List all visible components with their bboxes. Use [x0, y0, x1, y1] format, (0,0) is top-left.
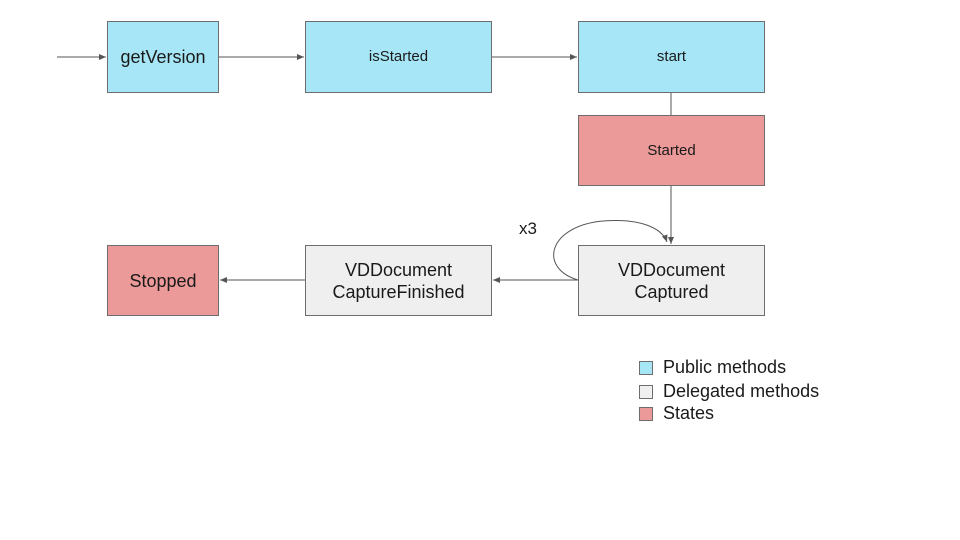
- legend-label-states: States: [663, 403, 715, 423]
- node-isstarted: isStarted: [305, 21, 492, 93]
- node-stopped-label: Stopped: [129, 270, 197, 291]
- legend-item-delegated: Delegated methods: [639, 381, 819, 402]
- loop-count-label: x3: [519, 219, 537, 238]
- node-started: Started: [578, 115, 765, 186]
- legend-label-public: Public methods: [663, 357, 787, 377]
- node-getversion-label: getVersion: [120, 47, 206, 67]
- node-start-label: start: [656, 48, 687, 65]
- node-capturefinished-line-2: CaptureFinished: [332, 281, 465, 302]
- legend-swatch-delegated: [639, 384, 653, 399]
- node-getversion: getVersion: [107, 21, 219, 93]
- node-vddocument-capturefinished: VDDocument CaptureFinished: [305, 245, 492, 316]
- node-stopped: Stopped: [107, 245, 219, 316]
- legend-item-states: States: [639, 403, 714, 424]
- node-captured-line-2: Captured: [634, 281, 709, 302]
- legend-swatch-public: [639, 360, 653, 375]
- node-vddocument-captured: VDDocument Captured: [578, 245, 765, 316]
- loop-edge-captured: [553, 219, 668, 281]
- legend-item-public: Public methods: [639, 357, 786, 378]
- node-start: start: [578, 21, 765, 93]
- node-started-label: Started: [647, 141, 696, 159]
- node-isstarted-label: isStarted: [368, 48, 429, 65]
- node-captured-line-1: VDDocument: [617, 259, 726, 280]
- legend-swatch-states: [639, 406, 653, 421]
- node-capturefinished-line-1: VDDocument: [344, 259, 453, 280]
- legend-label-delegated: Delegated methods: [663, 381, 820, 401]
